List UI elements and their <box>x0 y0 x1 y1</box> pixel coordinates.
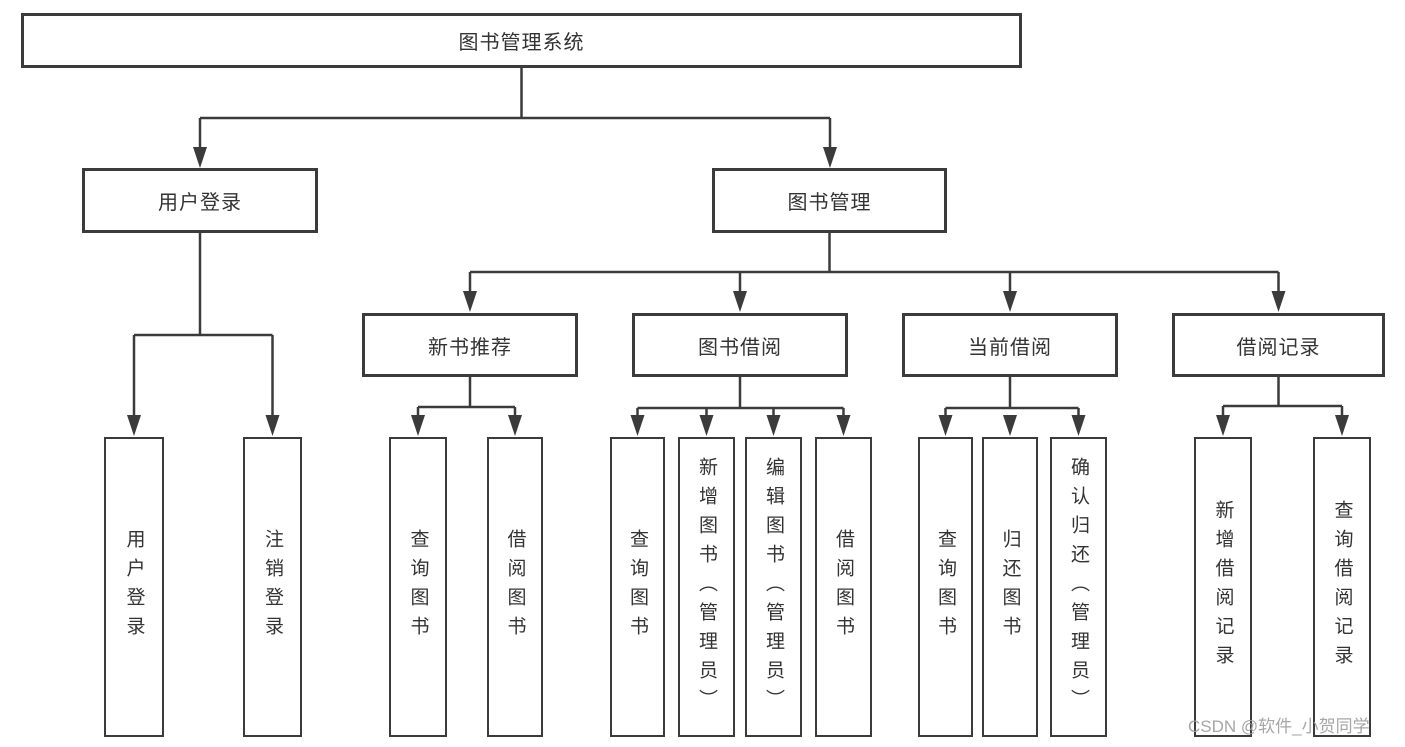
leaf-logout: 注销登录 <box>243 437 302 737</box>
node-root-system: 图书管理系统 <box>21 13 1022 68</box>
leaf-borrow-books: 借阅图书 <box>815 437 872 737</box>
node-new-book-recommend: 新书推荐 <box>362 313 578 377</box>
node-user-login: 用户登录 <box>82 168 318 233</box>
node-borrow-records: 借阅记录 <box>1172 313 1385 377</box>
node-book-management: 图书管理 <box>712 168 947 233</box>
leaf-confirm-return-admin: 确认归还（管理员） <box>1050 437 1107 737</box>
csdn-watermark: CSDN @软件_小贺同学 <box>1188 717 1370 736</box>
leaf-query-borrow-record: 查询借阅记录 <box>1313 437 1371 737</box>
node-book-borrow: 图书借阅 <box>632 313 848 377</box>
leaf-user-login: 用户登录 <box>104 437 164 737</box>
leaf-return-books: 归还图书 <box>982 437 1038 737</box>
leaf-query-books-recommend: 查询图书 <box>389 437 447 737</box>
leaf-edit-books-admin: 编辑图书（管理员） <box>745 437 802 737</box>
leaf-query-books-borrow: 查询图书 <box>610 437 665 737</box>
leaf-query-books-current: 查询图书 <box>918 437 973 737</box>
leaf-add-borrow-record: 新增借阅记录 <box>1194 437 1252 737</box>
leaf-borrow-books-recommend: 借阅图书 <box>487 437 543 737</box>
node-current-borrow: 当前借阅 <box>902 313 1118 377</box>
leaf-add-books-admin: 新增图书（管理员） <box>678 437 735 737</box>
arrowheads <box>127 147 1349 436</box>
